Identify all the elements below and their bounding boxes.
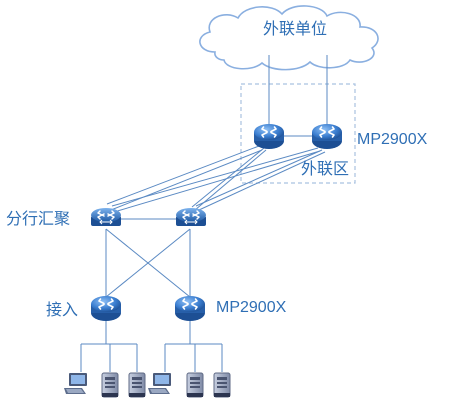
access-label: 接入 — [46, 300, 79, 319]
bottom-device-label: MP2900X — [216, 299, 287, 316]
pc-icon — [64, 373, 87, 394]
aggregation-label: 分行汇聚 — [6, 209, 71, 228]
server-icon — [128, 372, 146, 398]
switch-icon — [90, 207, 122, 227]
cloud-icon — [199, 5, 379, 71]
server-icon — [101, 372, 119, 398]
links — [80, 55, 328, 372]
pc-icon — [148, 373, 171, 394]
router-icon — [311, 123, 343, 150]
switch-icon — [175, 207, 207, 227]
zone-label: 外联区 — [301, 159, 350, 178]
zone-box — [240, 83, 356, 184]
cloud-label: 外联单位 — [263, 19, 328, 38]
server-icon — [213, 372, 231, 398]
server-icon — [186, 372, 204, 398]
router-icon — [253, 123, 285, 150]
top-device-label: MP2900X — [357, 131, 428, 148]
router-icon — [174, 295, 206, 322]
router-icon — [90, 295, 122, 322]
